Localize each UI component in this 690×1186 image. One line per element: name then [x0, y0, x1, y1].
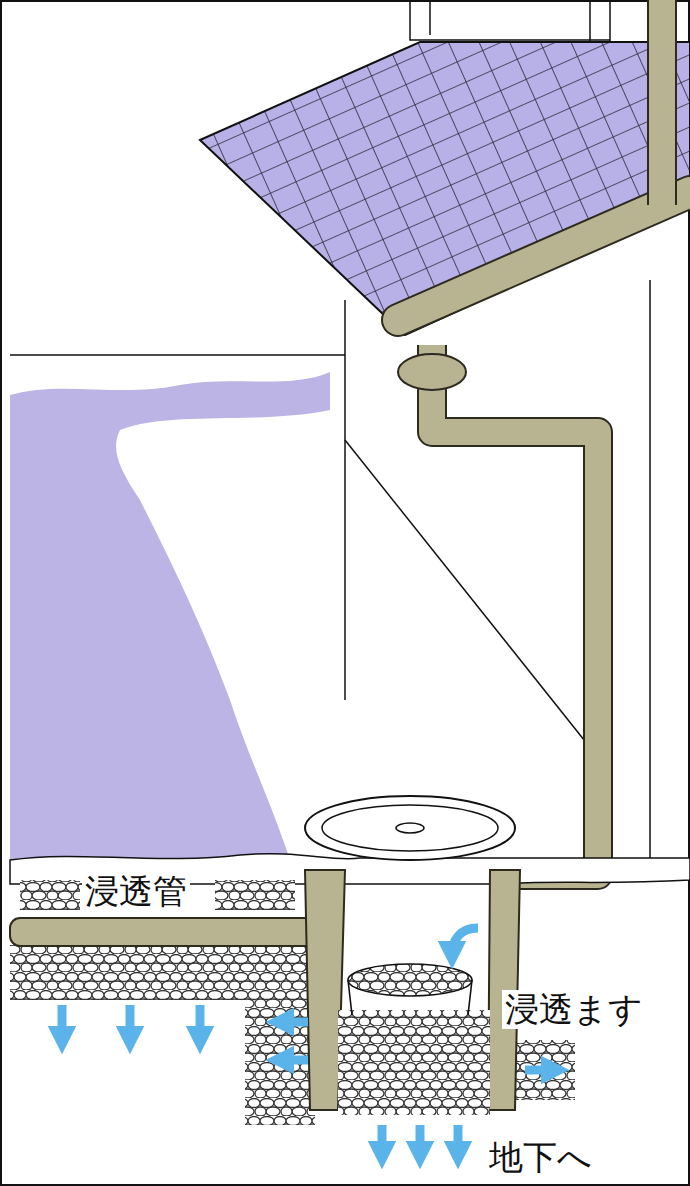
pipe-label: 浸透管 [82, 872, 190, 911]
underground-label: 地下へ [486, 1138, 595, 1177]
basin-label: 浸透ます [502, 990, 646, 1029]
